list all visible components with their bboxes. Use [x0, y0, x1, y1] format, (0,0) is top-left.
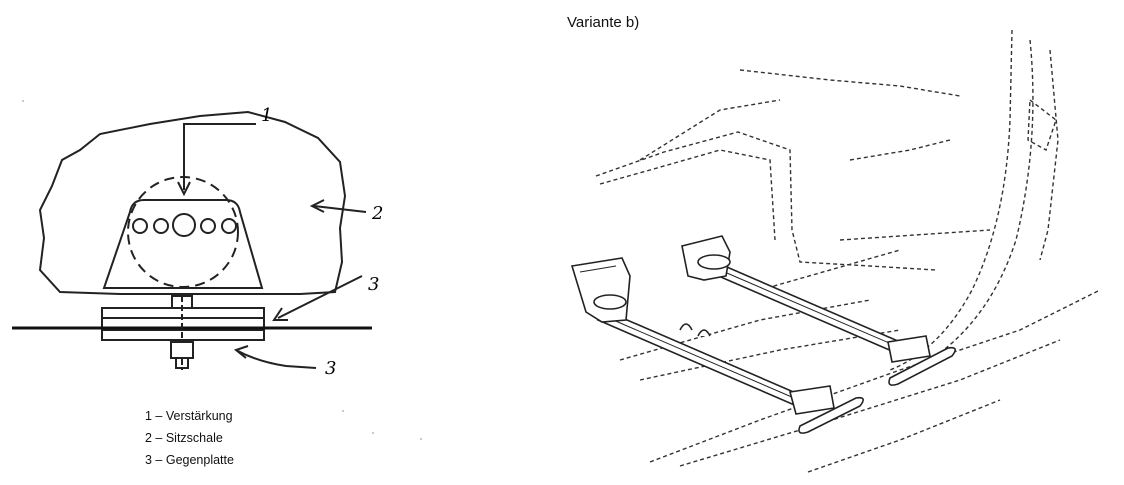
seat-rails: [596, 256, 916, 412]
floor-tunnel-outline: [595, 131, 937, 271]
scan-speck: [372, 432, 374, 434]
callout-1: 1: [261, 105, 272, 126]
callout-2: 2: [371, 203, 383, 224]
front-brackets: [570, 235, 731, 323]
legend-item-reinforcement: 1 – Verstärkung: [145, 409, 233, 423]
legend-item-seat-shell: 2 – Sitzschale: [145, 431, 223, 445]
leader-line-1: [183, 123, 256, 190]
callout-3-upper: 3: [368, 274, 379, 295]
scan-speck: [22, 100, 24, 102]
seat-shell-outline: [38, 110, 347, 295]
scan-speck: [420, 438, 422, 440]
pillar-outline: [889, 29, 1013, 371]
legend: 1 – Verstärkung 2 – Sitzschale 3 – Gegen…: [145, 405, 234, 471]
variant-title: Variante b): [567, 14, 640, 31]
scan-speck: [342, 410, 344, 412]
rear-feet: [788, 335, 956, 434]
seat-rail-perspective-drawing: [570, 29, 1101, 473]
bolt-nut-bottom: [170, 341, 194, 359]
callout-3-lower: 3: [325, 358, 336, 379]
seat-mounting-cross-section-drawing: 1 2 3 3: [12, 105, 383, 379]
bracket-holes: [132, 213, 237, 237]
legend-item-counter-plate: 3 – Gegenplatte: [145, 453, 234, 467]
